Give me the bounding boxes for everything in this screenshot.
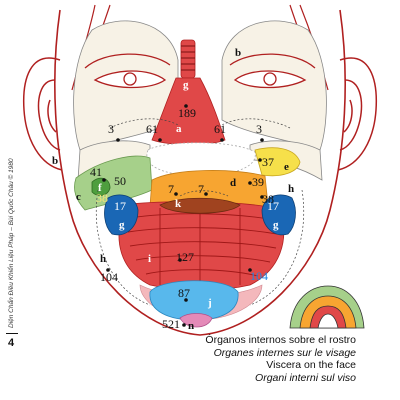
face-outline — [54, 9, 346, 336]
left-ear — [22, 57, 63, 171]
stomach-region-right — [254, 147, 301, 177]
letter-c: c — [76, 191, 81, 203]
point-7-right: 7 — [198, 182, 204, 196]
letter-i: i — [148, 253, 151, 265]
caption-it: Organi interni sul viso — [255, 371, 356, 384]
point-38-right: 38 — [262, 192, 274, 206]
left-eye — [84, 53, 171, 89]
point-7-left: 7 — [168, 182, 174, 196]
point-104-left: 104 — [100, 270, 118, 284]
letter-f: f — [98, 182, 102, 194]
point-17-left: 17 — [114, 199, 126, 213]
letter-b-left: b — [52, 155, 58, 167]
page-number-rule — [6, 333, 18, 334]
arch-logo-icon — [289, 285, 365, 329]
letter-j: j — [207, 297, 212, 309]
letter-k: k — [175, 198, 182, 210]
point-41: 41 — [90, 165, 102, 179]
caption-es: Órganos internos sobre el rostro — [205, 334, 356, 346]
intestine-lines — [127, 206, 278, 290]
point-61-left: 61 — [146, 122, 158, 136]
page-number: 4 — [8, 337, 15, 349]
letter-g-left: g — [119, 219, 125, 231]
dashed-outlines — [95, 118, 305, 306]
letter-e: e — [284, 161, 289, 173]
point-3-left: 3 — [108, 122, 114, 136]
caption-en: Viscera on the face — [266, 359, 356, 371]
nostril-area — [146, 142, 256, 177]
point-104-right: 104 — [250, 269, 268, 283]
acupoint-dots — [102, 104, 264, 327]
point-61-right: 61 — [214, 122, 226, 136]
point-87: 87 — [178, 286, 190, 300]
point-3-right: 3 — [256, 122, 262, 136]
letter-g-right: g — [273, 219, 279, 231]
caption-block: Órganos internos sobre el rostro Organes… — [205, 334, 356, 384]
point-127: 127 — [176, 250, 194, 264]
letter-g-nose: g — [183, 79, 189, 91]
letter-d: d — [230, 177, 236, 189]
letter-h-left: h — [100, 253, 106, 265]
letter-b-top: b — [235, 47, 241, 59]
genital-region — [179, 313, 213, 328]
point-50: 50 — [114, 174, 126, 188]
point-521: 521 — [162, 317, 180, 331]
caption-fr: Organes internes sur le visage — [213, 346, 356, 359]
letter-h-right: h — [288, 183, 294, 195]
kidney-region-left — [104, 194, 139, 236]
letter-a: a — [176, 123, 182, 135]
point-17-right: 17 — [267, 199, 279, 213]
bladder-region — [149, 280, 239, 321]
letter-n: n — [188, 320, 194, 332]
right-eye — [229, 53, 316, 89]
point-189: 189 — [178, 106, 196, 120]
point-39: 39 — [252, 175, 264, 189]
point-38-left: 38 — [96, 191, 108, 205]
point-37: 37 — [262, 155, 274, 169]
side-credit-text: Diện Chẩn Điều Khiển Liệu Pháp – Bùi Quố… — [6, 158, 15, 328]
mouth-region — [159, 197, 241, 214]
trachea — [180, 39, 196, 79]
right-ear — [337, 57, 378, 171]
kidney-region-right — [261, 194, 296, 236]
gallbladder-dot — [91, 177, 111, 196]
